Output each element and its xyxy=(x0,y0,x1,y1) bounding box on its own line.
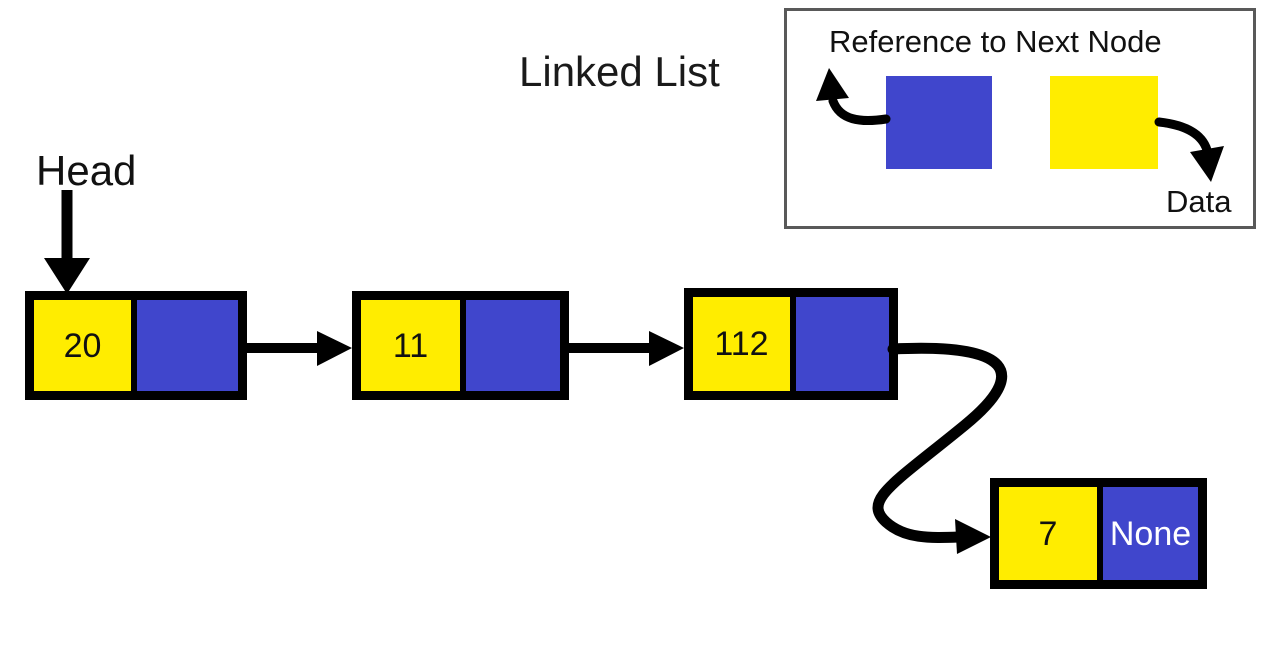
node-4-data-value: 7 xyxy=(1038,514,1058,553)
legend-swatch-blue xyxy=(886,76,992,169)
node-3-next-cell xyxy=(796,297,889,391)
node-2-data-cell: 11 xyxy=(361,300,460,391)
page-title: Linked List xyxy=(519,48,720,95)
node-4-next-cell: None xyxy=(1103,487,1198,580)
node-4-next-value: None xyxy=(1109,514,1192,553)
node-2-next-cell xyxy=(466,300,560,391)
list-node-1: 20 xyxy=(25,291,247,400)
head-arrow-icon xyxy=(44,190,90,294)
legend-next-caption: Reference to Next Node xyxy=(829,24,1162,59)
legend-swatch-yellow xyxy=(1050,76,1158,169)
node-4-data-cell: 7 xyxy=(999,487,1097,580)
node1-to-node2-arrow-icon xyxy=(247,331,352,366)
list-node-2: 11 xyxy=(352,291,569,400)
head-label: Head xyxy=(36,147,137,194)
node-2-data-value: 11 xyxy=(392,326,429,365)
node2-to-node3-arrow-icon xyxy=(560,331,684,366)
node-1-next-cell xyxy=(137,300,238,391)
node-3-data-cell: 112 xyxy=(693,297,790,391)
legend-data-caption: Data xyxy=(1166,184,1232,219)
list-node-4: 7 None xyxy=(990,478,1207,589)
node-1-data-value: 20 xyxy=(63,326,102,365)
list-node-3: 112 xyxy=(684,288,898,400)
node-1-data-cell: 20 xyxy=(34,300,131,391)
node-3-data-value: 112 xyxy=(714,325,769,363)
